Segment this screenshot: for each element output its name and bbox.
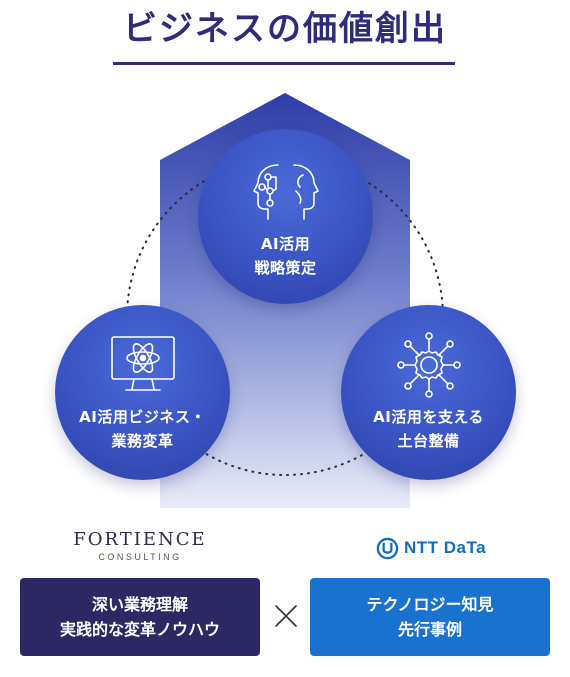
ntt-strength-box: テクノロジー知見 先行事例 xyxy=(310,578,550,656)
fortience-strength-box: 深い業務理解 実践的な変革ノウハウ xyxy=(20,578,260,656)
circle-business-transformation: AI活用ビジネス・ 業務変革 xyxy=(55,305,230,480)
times-icon xyxy=(275,605,297,627)
fortience-logo-name: FORTIENCE xyxy=(73,529,207,550)
ntt-logo-icon xyxy=(376,537,399,559)
circle-strategy-line1: AI活用 xyxy=(260,235,311,253)
ai-head-profile-icon xyxy=(252,164,319,220)
ntt-data-logo: NTT DaTa xyxy=(376,535,486,561)
fortience-strength-line2: 実践的な変革ノウハウ xyxy=(59,620,220,639)
atom-monitor-icon xyxy=(110,336,175,391)
fortience-consulting-logo: FORTIENCE CONSULTING xyxy=(60,530,220,564)
circle-foundation: AI活用を支える 土台整備 xyxy=(341,305,516,480)
fortience-logo-sub: CONSULTING xyxy=(98,552,182,562)
title-underline xyxy=(113,62,455,65)
ntt-strength-line2: 先行事例 xyxy=(397,620,462,639)
circle-strategy-label: AI活用 戦略策定 xyxy=(198,232,373,280)
circle-business-label: AI活用ビジネス・ 業務変革 xyxy=(55,405,230,453)
circle-foundation-line2: 土台整備 xyxy=(397,432,460,450)
circle-business-line1: AI活用ビジネス・ xyxy=(79,408,206,426)
page-title: ビジネスの価値創出 xyxy=(123,9,447,49)
ntt-logo-text: NTT DaTa xyxy=(404,538,487,557)
ntt-strength-line1: テクノロジー知見 xyxy=(366,595,494,614)
circle-foundation-label: AI活用を支える 土台整備 xyxy=(341,405,516,453)
circle-strategy: AI活用 戦略策定 xyxy=(198,129,373,304)
network-gear-icon xyxy=(396,332,461,398)
circle-business-line2: 業務変革 xyxy=(111,432,174,450)
circle-foundation-line1: AI活用を支える xyxy=(373,408,484,426)
fortience-strength-line1: 深い業務理解 xyxy=(91,595,188,614)
circle-strategy-line2: 戦略策定 xyxy=(254,259,317,277)
